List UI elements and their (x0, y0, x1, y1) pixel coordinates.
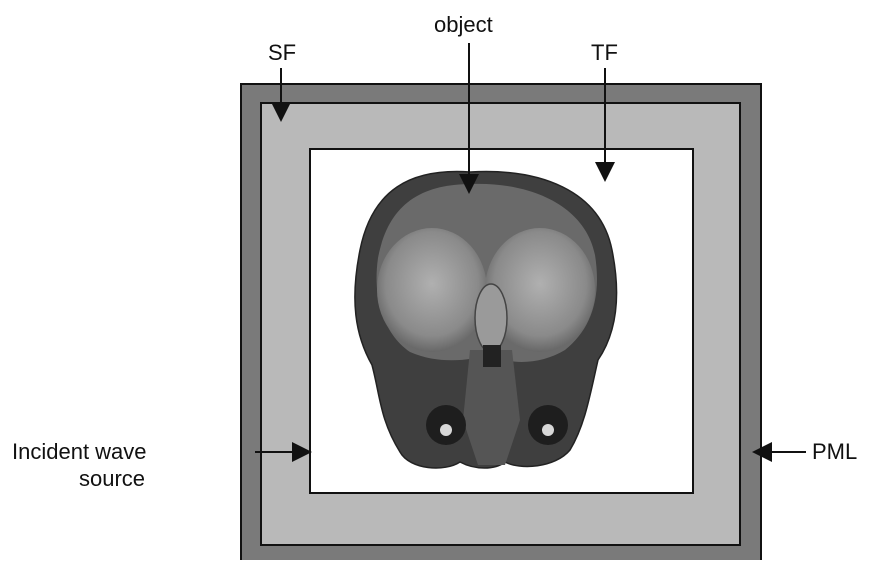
incident-wave-label-line1: Incident wave (12, 439, 147, 464)
tf-label: TF (591, 40, 618, 65)
head-cross-section-image (355, 172, 617, 468)
spinal-canal (483, 345, 501, 367)
right-eye-lens (542, 424, 554, 436)
central-structure (475, 284, 507, 352)
incident-wave-label-line2: source (79, 466, 145, 491)
left-eye-lens (440, 424, 452, 436)
left-hemisphere (377, 228, 487, 352)
object-label: object (434, 12, 493, 37)
pml-label: PML (812, 439, 857, 464)
sf-label: SF (268, 40, 296, 65)
